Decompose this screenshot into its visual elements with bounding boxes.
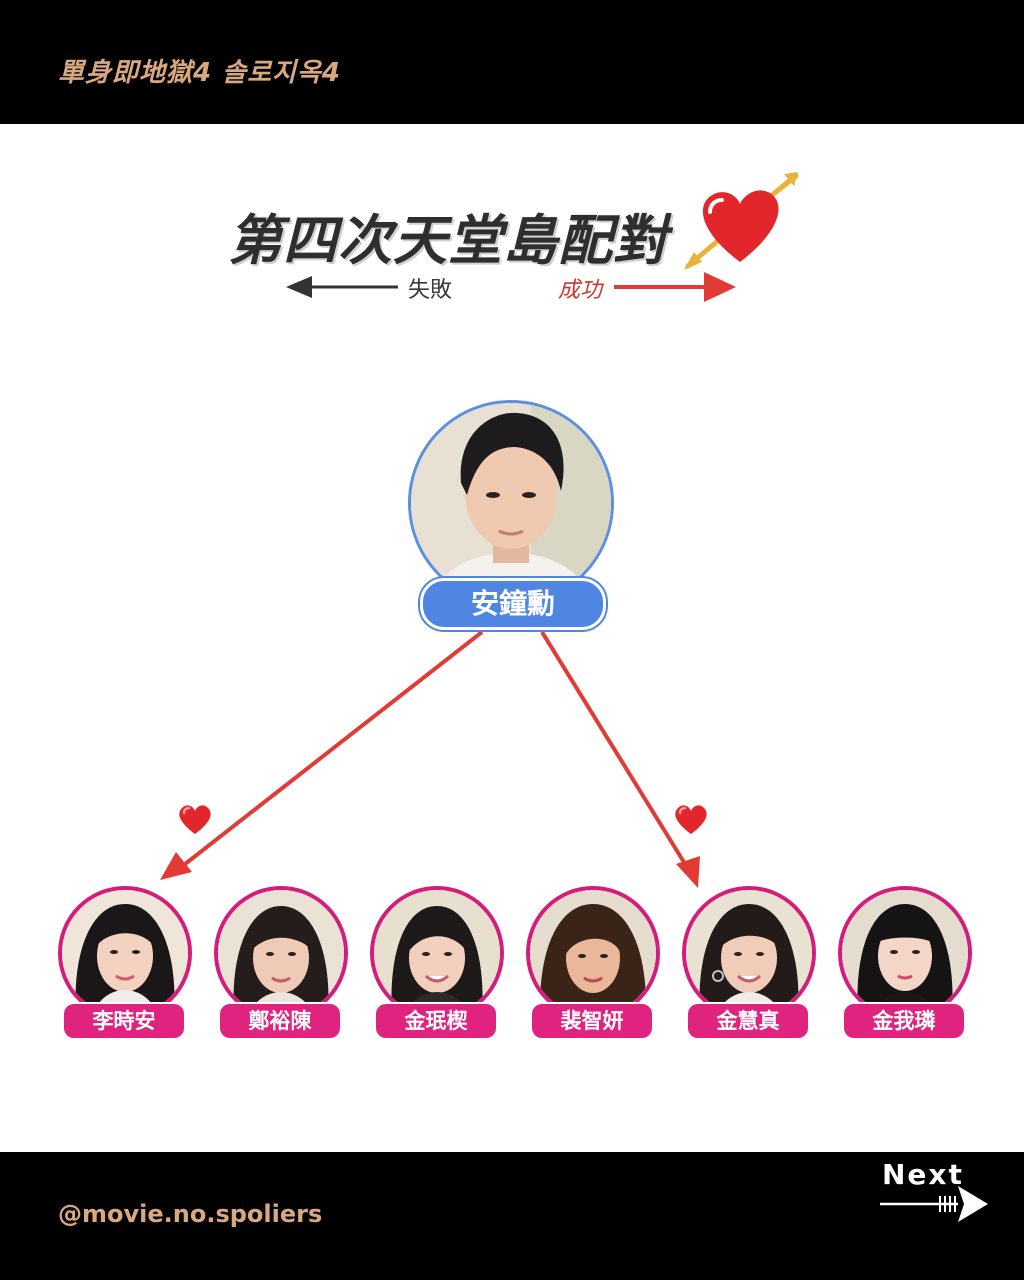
person-photo: [58, 886, 192, 1020]
person-photo: [526, 886, 660, 1020]
person-name: 李時安: [62, 1002, 186, 1040]
match-arrowhead-1: [160, 852, 192, 880]
person-name: 裴智妍: [530, 1002, 654, 1040]
arrow-right-icon: [880, 1186, 988, 1222]
person-photo: [838, 886, 972, 1020]
person-name: 金珉楔: [374, 1002, 498, 1040]
person-node: 李時安: [56, 886, 196, 1040]
fail-arrow-icon: [286, 276, 398, 298]
top-bar: [0, 0, 1024, 124]
next-label: Next: [882, 1158, 964, 1191]
match-arrow-1: [178, 630, 484, 870]
person-name: 金我璘: [842, 1002, 966, 1040]
person-node: 裴智妍: [524, 886, 664, 1040]
heart-with-arrow-icon: [684, 172, 799, 270]
person-photo: [370, 886, 504, 1020]
center-person-node: 安鐘勳: [408, 400, 614, 630]
show-title: 單身即地獄4 솔로지옥4: [58, 58, 341, 88]
success-arrow-icon: [614, 272, 736, 302]
person-name: 金慧真: [686, 1002, 810, 1040]
page-title: 第四次天堂島配對: [228, 209, 668, 272]
legend-success-label: 成功: [558, 278, 603, 303]
person-name: 鄭裕陳: [218, 1002, 342, 1040]
bottom-bar: [0, 1152, 1024, 1280]
center-person-name: 安鐘勳: [420, 578, 606, 630]
person-node: 金慧真: [680, 886, 820, 1040]
heart-icon: [675, 805, 707, 834]
person-node: 金珉楔: [368, 886, 508, 1040]
center-person-photo: [408, 400, 614, 606]
person-photo: [214, 886, 348, 1020]
person-node: 金我璘: [836, 886, 976, 1040]
legend-fail-label: 失敗: [408, 278, 453, 303]
heart-icon: [179, 805, 211, 834]
match-arrowhead-2: [676, 856, 700, 888]
person-photo: [682, 886, 816, 1020]
next-button[interactable]: Next: [878, 1158, 998, 1228]
account-handle: @movie.no.spoliers: [58, 1200, 323, 1228]
match-arrow-2: [540, 630, 692, 874]
person-node: 鄭裕陳: [212, 886, 352, 1040]
